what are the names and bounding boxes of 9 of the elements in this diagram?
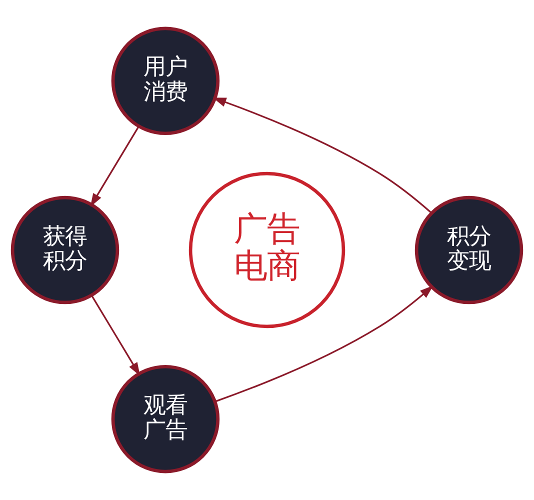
node-circle: 用户消费: [111, 26, 220, 136]
arrow: [214, 286, 434, 402]
node-circle: 获得积分: [10, 196, 120, 304]
arrow: [90, 294, 140, 376]
node-circle: 积分变现: [414, 196, 524, 304]
node-circle: 广告电商: [188, 172, 346, 328]
node-circle: 观看广告: [111, 364, 220, 474]
arrow: [212, 98, 432, 214]
arrow: [90, 126, 140, 207]
